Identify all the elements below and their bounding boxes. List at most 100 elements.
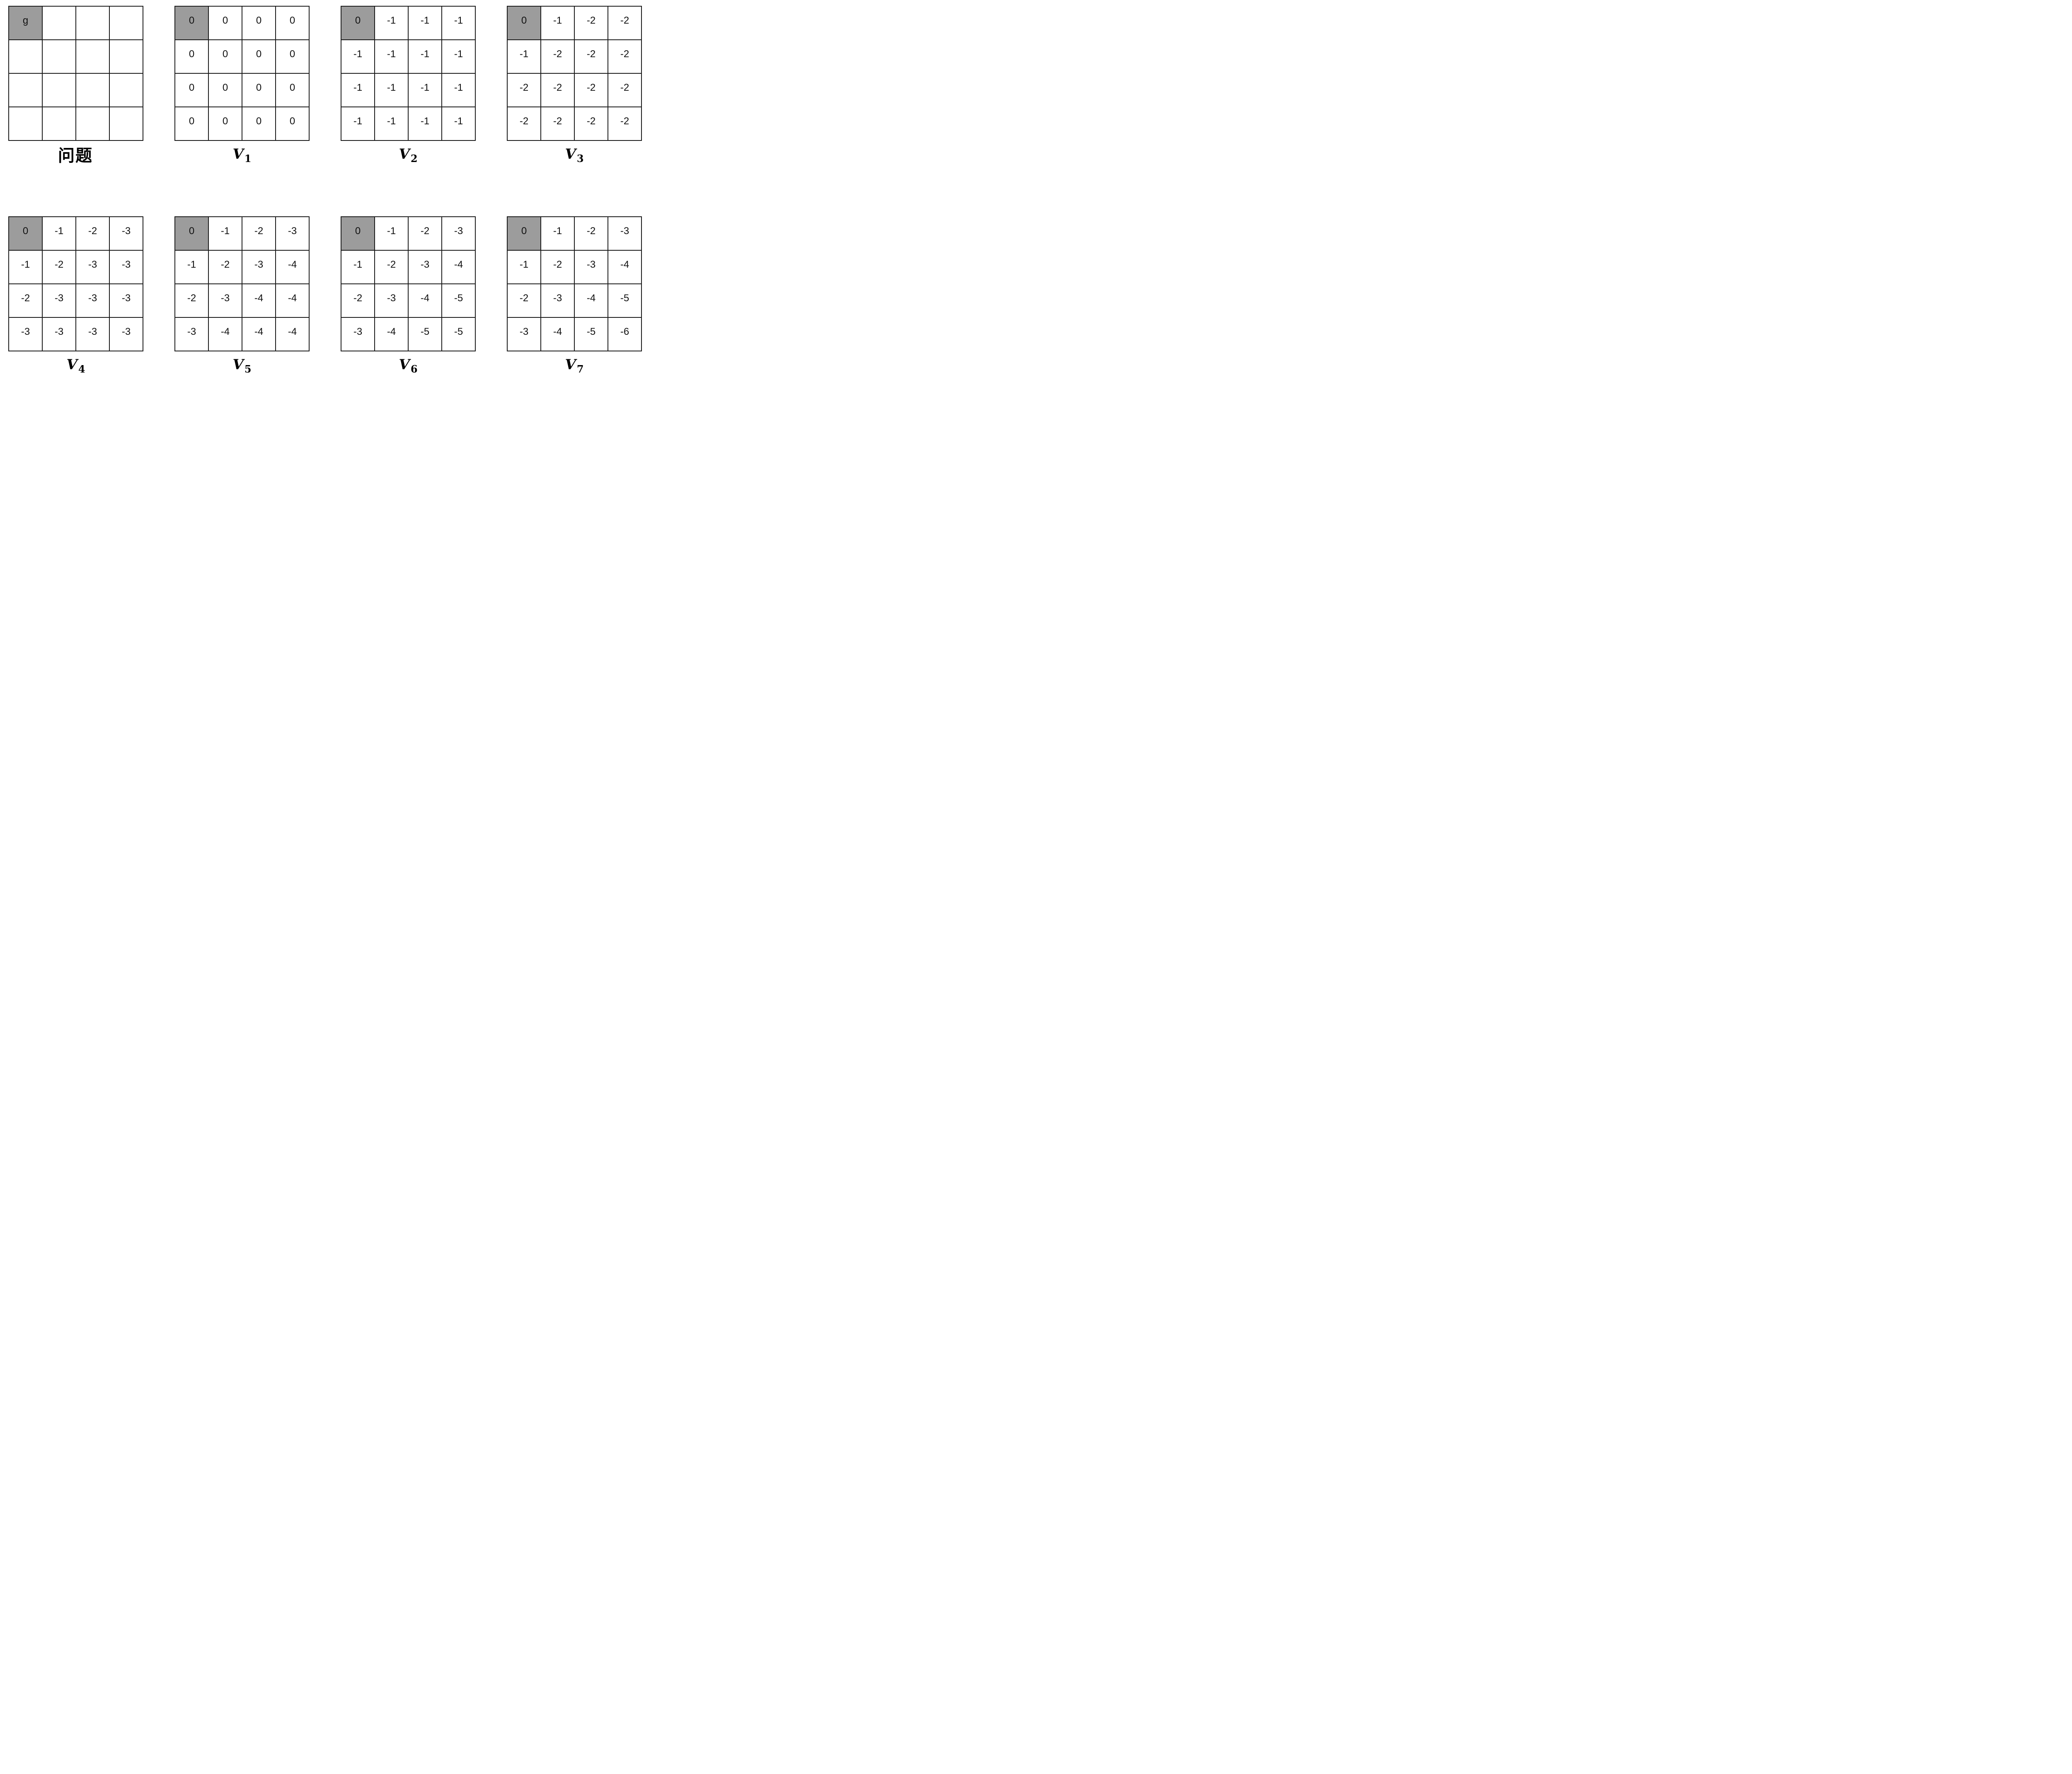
grid-cell: -3: [208, 284, 242, 317]
grid-v6: 0-1-2-3-1-2-3-4-2-3-4-5-3-4-5-5: [341, 216, 476, 351]
grid-cell: -3: [507, 317, 541, 351]
grid-label: V6: [341, 357, 476, 380]
grid-cell: -2: [375, 250, 408, 284]
grid-cell: -4: [208, 317, 242, 351]
grid-cell: 0: [276, 6, 309, 40]
grid-cell: -4: [408, 284, 442, 317]
grid-cell: [9, 73, 42, 107]
grid-cell: -3: [109, 217, 143, 250]
grid-cell: -1: [175, 250, 208, 284]
grid-v2: 0-1-1-1-1-1-1-1-1-1-1-1-1-1-1-1: [341, 6, 476, 141]
grid-cell: -2: [574, 6, 608, 40]
grid-cell: -2: [507, 73, 541, 107]
grid-cell: -2: [608, 107, 641, 140]
grid-cell: 0: [242, 40, 276, 73]
grid-cell: -2: [608, 40, 641, 73]
grid-label-text: V: [399, 356, 410, 373]
grid-cell: [42, 107, 76, 140]
grid-cell: -5: [442, 317, 475, 351]
grid-cell: -4: [541, 317, 574, 351]
grid-cell: 0: [208, 40, 242, 73]
grid-cell: -2: [175, 284, 208, 317]
goal-cell: 0: [175, 6, 208, 40]
grid-cell: -2: [408, 217, 442, 250]
grid-cell: -1: [341, 250, 375, 284]
grid-cell: -2: [574, 73, 608, 107]
figure-v2: 0-1-1-1-1-1-1-1-1-1-1-1-1-1-1-1 V2: [341, 6, 476, 170]
figure-row-bottom: 0-1-2-3-1-2-3-3-2-3-3-3-3-3-3-3 V4 0-1-2…: [8, 216, 650, 380]
grid-cell: [9, 40, 42, 73]
grid-cell: -4: [242, 284, 276, 317]
grid-label-text: V: [232, 146, 244, 162]
grid-cell: -5: [408, 317, 442, 351]
grid-cell: -3: [442, 217, 475, 250]
grid-cell: -3: [109, 284, 143, 317]
grid-cell: -1: [408, 73, 442, 107]
grid-cell: -3: [408, 250, 442, 284]
grid-v3: 0-1-2-2-1-2-2-2-2-2-2-2-2-2-2-2: [507, 6, 642, 141]
grid-cell: -1: [507, 250, 541, 284]
figure-v3: 0-1-2-2-1-2-2-2-2-2-2-2-2-2-2-2 V3: [507, 6, 642, 170]
grid-label-text: V: [565, 146, 576, 162]
grid-label-text: 问题: [58, 146, 93, 165]
grid-cell: -3: [42, 317, 76, 351]
grid-cell: -1: [442, 40, 475, 73]
grid-cell: -3: [341, 317, 375, 351]
grid-cell: -2: [541, 73, 574, 107]
grid-cell: 0: [208, 107, 242, 140]
grid-cell: -2: [507, 284, 541, 317]
grid-cell: 0: [175, 73, 208, 107]
grid-cell: -2: [76, 217, 109, 250]
grid-cell: -5: [442, 284, 475, 317]
grid-cell: -1: [375, 107, 408, 140]
grid-problem: g: [8, 6, 143, 141]
grid-cell: 0: [208, 6, 242, 40]
grid-cell: 0: [276, 40, 309, 73]
grid-cell: -2: [574, 40, 608, 73]
grid-label-text: V: [399, 146, 410, 162]
figure-v7: 0-1-2-3-1-2-3-4-2-3-4-5-3-4-5-6 V7: [507, 216, 642, 380]
grid-cell: 0: [242, 73, 276, 107]
grid-cell: 0: [175, 40, 208, 73]
grid-cell: -1: [442, 6, 475, 40]
grid-cell: -4: [276, 317, 309, 351]
grid-v5: 0-1-2-3-1-2-3-4-2-3-4-4-3-4-4-4: [174, 216, 310, 351]
grid-label: V2: [341, 146, 476, 170]
figure-v6: 0-1-2-3-1-2-3-4-2-3-4-5-3-4-5-5 V6: [341, 216, 476, 380]
grid-cell: 0: [276, 107, 309, 140]
grid-label-text: V: [232, 356, 244, 373]
grid-cell: -3: [608, 217, 641, 250]
grid-cell: -1: [341, 107, 375, 140]
grid-cell: [9, 107, 42, 140]
grid-cell: -1: [375, 217, 408, 250]
grid-cell: -3: [109, 250, 143, 284]
grid-cell: -5: [574, 317, 608, 351]
grid-label-subscript: 5: [244, 363, 252, 375]
grid-cell: -1: [408, 40, 442, 73]
figure-v4: 0-1-2-3-1-2-3-3-2-3-3-3-3-3-3-3 V4: [8, 216, 143, 380]
grid-label: V5: [174, 357, 310, 380]
grid-cell: -1: [442, 107, 475, 140]
grid-cell: -1: [208, 217, 242, 250]
grid-cell: 0: [276, 73, 309, 107]
grid-cell: -3: [574, 250, 608, 284]
grid-cell: -1: [341, 40, 375, 73]
grid-label: V3: [507, 146, 642, 170]
grid-cell: -2: [208, 250, 242, 284]
goal-cell: 0: [507, 217, 541, 250]
grid-cell: -2: [574, 217, 608, 250]
grid-cell: -4: [375, 317, 408, 351]
grid-cell: -3: [175, 317, 208, 351]
grid-cell: -1: [507, 40, 541, 73]
grid-cell: 0: [242, 107, 276, 140]
grid-cell: -4: [608, 250, 641, 284]
grid-label: V7: [507, 357, 642, 380]
grid-cell: -2: [608, 73, 641, 107]
grid-cell: [42, 6, 76, 40]
grid-cell: [42, 73, 76, 107]
grid-cell: -3: [375, 284, 408, 317]
grid-cell: -4: [242, 317, 276, 351]
grid-label-subscript: 4: [78, 363, 85, 375]
grid-cell: -3: [109, 317, 143, 351]
grid-cell: [76, 107, 109, 140]
